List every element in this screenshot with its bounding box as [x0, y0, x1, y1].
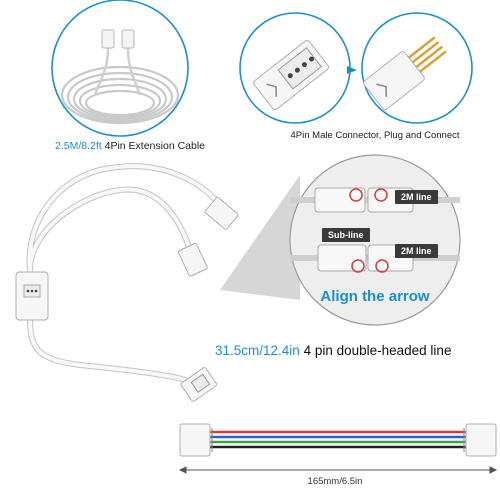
line-length: 31.5cm/12.4in [215, 343, 300, 358]
connector-width-label: 165mm/6.5in [307, 476, 363, 487]
connector-female-circle [239, 12, 351, 124]
tag-sub-line: Sub-line [322, 228, 370, 242]
extension-cable-length: 2.5M/8.2ft [54, 140, 102, 152]
splitter-plug-lower [178, 243, 208, 277]
extension-cable-circle [51, 0, 189, 137]
connector-male-circle [361, 12, 473, 124]
align-arrow-caption: Align the arrow [320, 288, 430, 305]
splitter-plug-upper [204, 196, 239, 230]
dimension-arrow [178, 466, 498, 474]
extension-cable-desc: 4Pin Extension Cable [104, 140, 206, 152]
tag-2m-line-top: 2M line [395, 190, 438, 204]
line-desc: 4 pin double-headed line [303, 343, 452, 358]
extension-cable-caption: 2.5M/8.2ft 4Pin Extension Cable [0, 140, 260, 152]
zoom-pointer [220, 175, 300, 300]
y-splitter-cable [26, 163, 223, 383]
double-headed-line [179, 423, 497, 457]
connector-caption: 4Pin Male Connector, Plug and Connect [290, 130, 460, 141]
splitter-plug-bottom [180, 367, 218, 402]
arrow-right-icon [347, 66, 357, 74]
line-length-caption: 31.5cm/12.4in 4 pin double-headed line [215, 343, 500, 358]
tag-2m-line-bottom: 2M line [395, 244, 438, 258]
splitter-hub [15, 271, 49, 321]
